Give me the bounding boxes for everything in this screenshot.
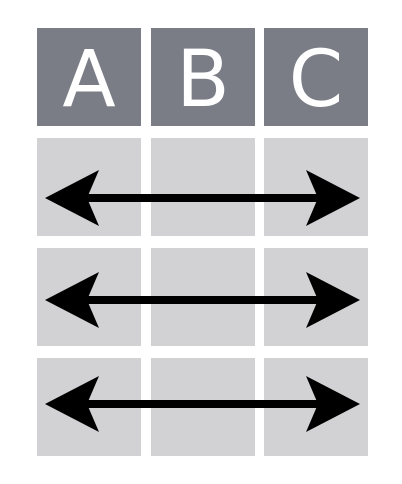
- table-cell: [37, 138, 141, 236]
- column-header-a: A: [37, 28, 141, 126]
- table-diagram: A B C: [37, 28, 368, 458]
- table-cell: [264, 358, 368, 456]
- column-header-label: B: [176, 35, 230, 125]
- column-header-b: B: [151, 28, 255, 126]
- column-header-c: C: [264, 28, 368, 126]
- column-header-label: A: [62, 35, 116, 125]
- table-cell: [264, 138, 368, 236]
- table-cell: [151, 248, 255, 346]
- table-cell: [151, 138, 255, 236]
- column-header-label: C: [288, 35, 344, 125]
- table-cell: [151, 358, 255, 456]
- table-cell: [37, 358, 141, 456]
- table-cell: [37, 248, 141, 346]
- table-cell: [264, 248, 368, 346]
